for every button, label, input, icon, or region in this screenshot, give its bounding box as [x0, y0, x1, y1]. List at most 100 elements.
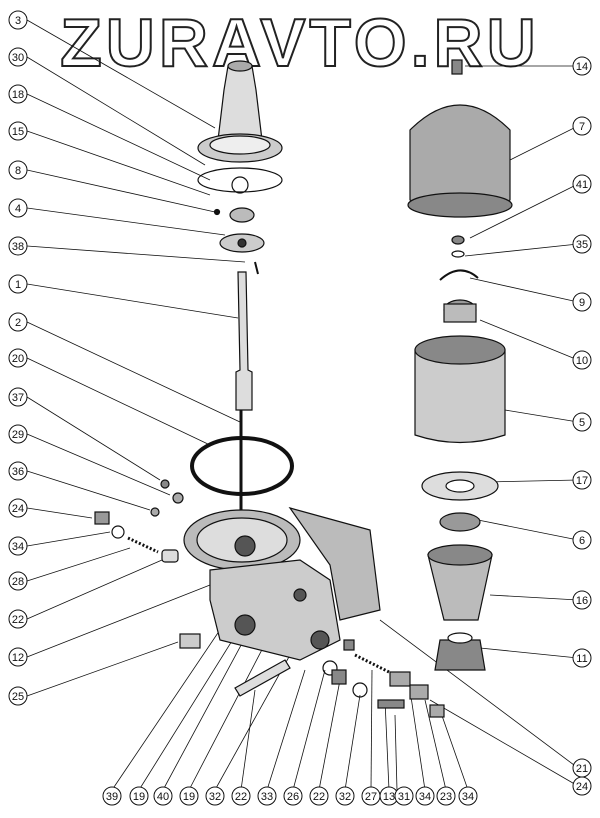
callout-left-37-label: 37	[12, 392, 24, 404]
callout-right-24: 24	[572, 776, 592, 796]
callout-right-6: 6	[572, 530, 592, 550]
callout-left-22-label: 22	[12, 614, 24, 626]
callout-left-3-label: 3	[15, 15, 21, 27]
callout-left-25: 25	[8, 686, 28, 706]
callout-bottom-32-label: 32	[209, 791, 221, 803]
callout-right-14: 14	[572, 56, 592, 76]
callout-bottom-34-label: 34	[419, 791, 431, 803]
callout-bottom-19: 19	[179, 786, 199, 806]
callout-bottom-22: 22	[309, 786, 329, 806]
callout-right-21-label: 21	[576, 763, 588, 775]
callout-bottom-13-label: 13	[383, 791, 395, 803]
callout-right-5: 5	[572, 412, 592, 432]
callout-left-20: 20	[8, 348, 28, 368]
gasket-ring-30	[197, 167, 283, 193]
callout-right-41-label: 41	[576, 179, 588, 191]
callout-left-25-label: 25	[12, 691, 24, 703]
bolt-14	[451, 59, 463, 75]
callout-left-36-label: 36	[12, 466, 24, 478]
callout-bottom-40: 40	[153, 786, 173, 806]
callout-bottom-32: 32	[205, 786, 225, 806]
watermark-logo: ZURAVTO.RU	[59, 4, 539, 82]
callout-right-11: 11	[572, 648, 592, 668]
callout-bottom-27-label: 27	[365, 791, 377, 803]
callout-right-24-label: 24	[576, 781, 588, 793]
callout-left-30-label: 30	[12, 52, 24, 64]
callout-right-35: 35	[572, 234, 592, 254]
callout-bottom-13: 13	[379, 786, 399, 806]
callout-right-41: 41	[572, 174, 592, 194]
callout-left-18-label: 18	[12, 89, 24, 101]
callout-bottom-39: 39	[102, 786, 122, 806]
callout-left-1: 1	[8, 274, 28, 294]
callout-left-24-label: 24	[12, 503, 24, 515]
callout-bottom-40-label: 40	[157, 791, 169, 803]
callout-left-28: 28	[8, 571, 28, 591]
callout-right-9: 9	[572, 292, 592, 312]
callout-left-3: 3	[8, 10, 28, 30]
callout-left-28-label: 28	[12, 576, 24, 588]
callout-left-29: 29	[8, 424, 28, 444]
cone-11	[434, 639, 486, 671]
callout-bottom-26-label: 26	[287, 791, 299, 803]
callout-right-7-label: 7	[579, 121, 585, 133]
callout-left-18: 18	[8, 84, 28, 104]
callout-left-36: 36	[8, 461, 28, 481]
callout-numbers: 3301815843812203729362434282212251474135…	[8, 10, 592, 806]
callout-bottom-22: 22	[231, 786, 251, 806]
callout-left-29-label: 29	[12, 429, 24, 441]
callout-left-15-label: 15	[12, 126, 24, 138]
callout-right-16-label: 16	[576, 595, 588, 607]
callout-right-5-label: 5	[579, 417, 585, 429]
callout-left-22: 22	[8, 609, 28, 629]
callout-right-6-label: 6	[579, 535, 585, 547]
callout-left-37: 37	[8, 387, 28, 407]
callout-right-11-label: 11	[576, 653, 587, 665]
callout-bottom-22-label: 22	[313, 791, 325, 803]
callout-left-8-label: 8	[15, 165, 21, 177]
callout-right-17: 17	[572, 470, 592, 490]
filter-housing-cap	[197, 60, 283, 163]
callout-right-17-label: 17	[576, 475, 588, 487]
callout-left-1-label: 1	[15, 279, 21, 291]
callout-left-38-label: 38	[12, 241, 24, 253]
callout-bottom-31-label: 31	[398, 791, 410, 803]
watermark-text: ZURAVTO.RU	[60, 5, 539, 81]
callout-right-21: 21	[572, 758, 592, 778]
callout-bottom-19-label: 19	[133, 791, 145, 803]
callout-bottom-19: 19	[129, 786, 149, 806]
callout-left-4: 4	[8, 198, 28, 218]
callout-right-10: 10	[572, 350, 592, 370]
callout-bottom-33-label: 33	[261, 791, 273, 803]
callout-left-8: 8	[8, 160, 28, 180]
callout-left-2-label: 2	[15, 317, 21, 329]
callout-left-38: 38	[8, 236, 28, 256]
callout-bottom-26: 26	[283, 786, 303, 806]
filter-base-body	[183, 506, 381, 661]
callout-bottom-32-label: 32	[339, 791, 351, 803]
callout-left-24: 24	[8, 498, 28, 518]
callout-left-15: 15	[8, 121, 28, 141]
callout-left-4-label: 4	[15, 203, 21, 215]
callout-left-34: 34	[8, 536, 28, 556]
callout-right-14-label: 14	[576, 61, 588, 73]
callout-bottom-27: 27	[361, 786, 381, 806]
callout-bottom-23: 23	[436, 786, 456, 806]
callout-bottom-39-label: 39	[106, 791, 118, 803]
callout-bottom-23-label: 23	[440, 791, 452, 803]
callout-left-12: 12	[8, 647, 28, 667]
callout-right-10-label: 10	[576, 355, 588, 367]
callout-right-16: 16	[572, 590, 592, 610]
callout-bottom-19-label: 19	[183, 791, 195, 803]
callout-left-12-label: 12	[12, 652, 24, 664]
callout-bottom-32: 32	[335, 786, 355, 806]
callout-left-34-label: 34	[12, 541, 24, 553]
callout-right-9-label: 9	[579, 297, 585, 309]
callout-left-30: 30	[8, 47, 28, 67]
callout-left-20-label: 20	[12, 353, 24, 365]
callout-right-7: 7	[572, 116, 592, 136]
callout-bottom-34: 34	[458, 786, 478, 806]
filter-element-5	[414, 349, 506, 444]
